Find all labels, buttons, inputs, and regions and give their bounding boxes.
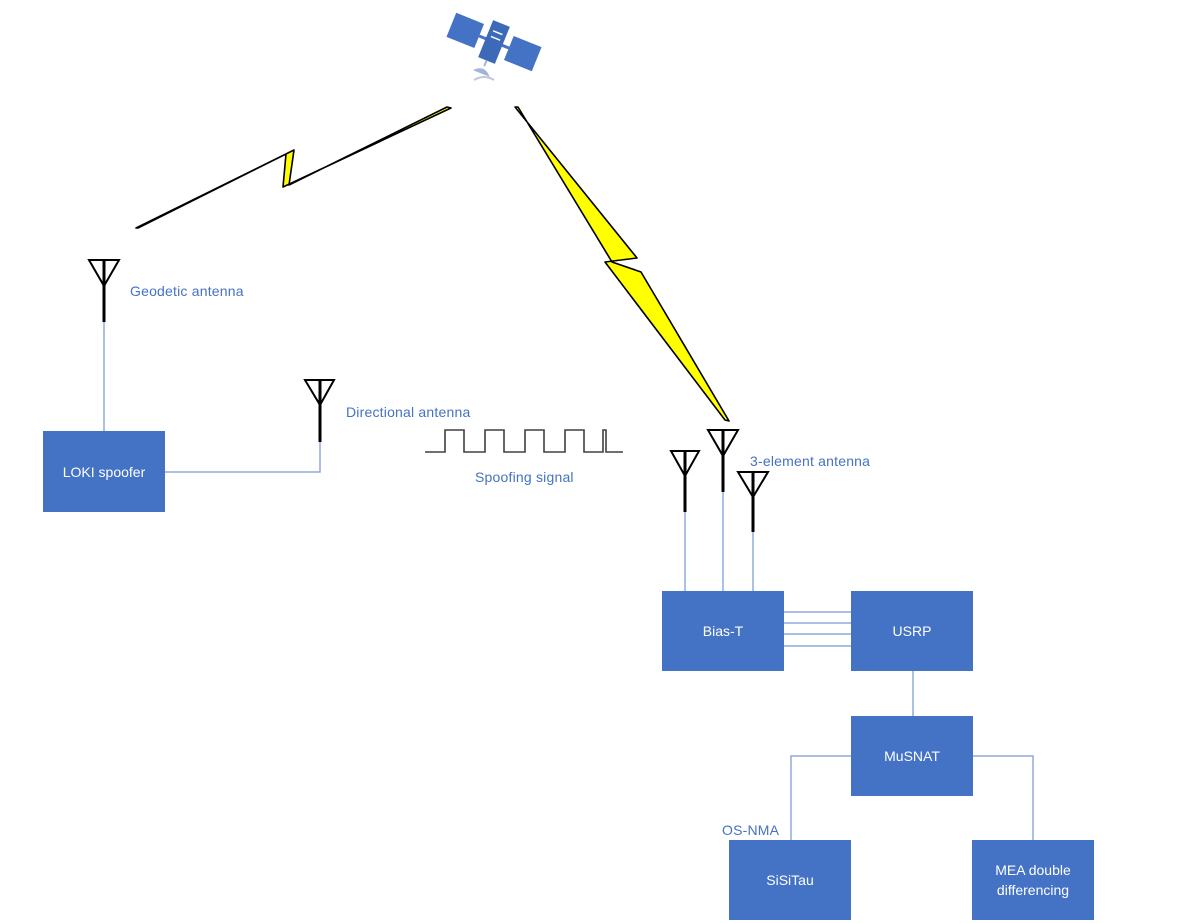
antenna-icon bbox=[303, 379, 336, 442]
spoofing-signal-label: Spoofing signal bbox=[475, 469, 574, 485]
geodetic-antenna-label: Geodetic antenna bbox=[130, 283, 244, 299]
antenna-icon bbox=[87, 259, 121, 322]
directional-antenna-label: Directional antenna bbox=[346, 404, 471, 420]
antenna-icon bbox=[736, 471, 770, 532]
sisitau-block: SiSiTau bbox=[729, 840, 851, 920]
satellite-icon bbox=[446, 12, 542, 77]
musnat-sisitau-line bbox=[790, 755, 851, 840]
antenna-icon bbox=[669, 450, 701, 512]
musnat-block: MuSNAT bbox=[851, 716, 973, 796]
mea-block: MEA double differencing bbox=[972, 840, 1094, 920]
lightning-bolt-icon bbox=[514, 106, 730, 422]
square-wave-icon bbox=[425, 429, 623, 453]
antenna-icon bbox=[706, 429, 740, 492]
lightning-bolt-icon bbox=[135, 106, 452, 229]
loki-spoofer-block: LOKI spoofer bbox=[43, 431, 165, 512]
loki-to-directional-line bbox=[165, 442, 321, 473]
musnat-mea-line bbox=[973, 755, 1034, 840]
usrp-block: USRP bbox=[851, 591, 973, 671]
element-antenna-label: 3-element antenna bbox=[750, 453, 871, 469]
os-nma-label: OS-NMA bbox=[722, 822, 780, 838]
satellite-dish-icon bbox=[473, 76, 495, 81]
bias-t-block: Bias-T bbox=[662, 591, 784, 671]
